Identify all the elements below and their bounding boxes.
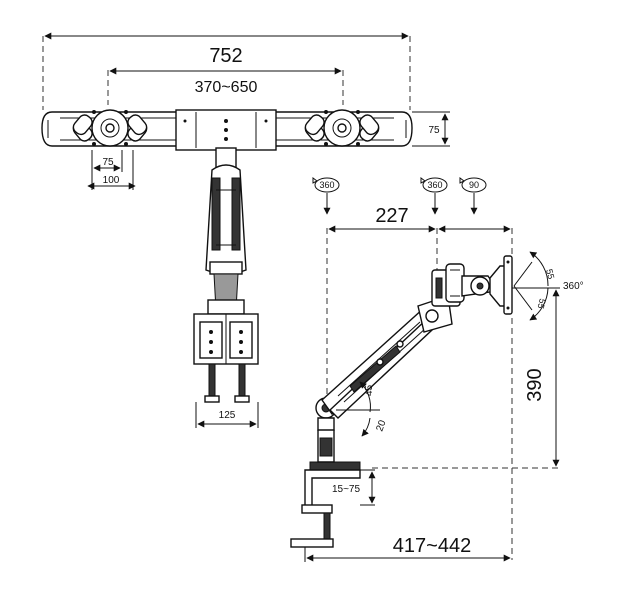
rotation-indicator-head: 90 bbox=[459, 177, 487, 215]
tilt-head-label: 90 bbox=[469, 180, 479, 190]
clamp-front bbox=[193, 313, 259, 403]
dim-arm-range: 370~650 bbox=[107, 67, 344, 105]
dim-clamp-width-label: 125 bbox=[219, 410, 236, 421]
rotation-screen-label: 360° bbox=[563, 281, 584, 292]
arm-angle-up-label: 45 bbox=[364, 384, 375, 396]
dim-vesa: 75 100 bbox=[87, 150, 136, 190]
dim-clamp-width: 125 bbox=[195, 402, 259, 428]
rotation-indicator-mid: 360 bbox=[420, 177, 448, 215]
clamp-side bbox=[290, 461, 361, 548]
tilt-down-label: 55 bbox=[535, 297, 547, 309]
dim-vesa-small-label: 75 bbox=[102, 157, 114, 168]
dim-clamp-thickness-label: 15~75 bbox=[332, 484, 361, 495]
front-view: 752 370~650 bbox=[41, 32, 450, 428]
tilt-up-label: 55 bbox=[544, 268, 556, 280]
vesa-plate-right bbox=[304, 109, 380, 147]
tilt-head bbox=[461, 255, 513, 315]
side-view: 360 360 90 227 bbox=[290, 177, 584, 562]
dim-height: 390 bbox=[372, 287, 560, 469]
dim-bar-height: 75 bbox=[412, 111, 450, 147]
rotation-indicator-base: 360 bbox=[312, 177, 340, 215]
elbow-joint bbox=[417, 263, 465, 333]
gas-spring-arm bbox=[321, 307, 438, 419]
dim-clamp-thickness: 15~75 bbox=[332, 469, 376, 506]
dim-total-reach-label: 417~442 bbox=[393, 535, 471, 557]
dim-arm-reach: 227 bbox=[326, 205, 513, 395]
dim-arm-reach-label: 227 bbox=[375, 205, 408, 227]
dim-total-width: 752 bbox=[42, 32, 411, 110]
dim-total-width-label: 752 bbox=[209, 45, 242, 67]
dim-vesa-large-label: 100 bbox=[103, 175, 120, 186]
pole-front bbox=[205, 147, 247, 315]
rotation-base-label: 360 bbox=[319, 180, 334, 190]
dim-height-label: 390 bbox=[524, 368, 546, 401]
arm-angle-down-label: 20 bbox=[374, 418, 388, 433]
arm-angles: 45 20 bbox=[336, 381, 389, 437]
dim-total-reach: 417~442 bbox=[304, 318, 513, 562]
dim-arm-range-label: 370~650 bbox=[195, 79, 258, 96]
dim-bar-height-label: 75 bbox=[428, 125, 440, 136]
rotation-mid-label: 360 bbox=[427, 180, 442, 190]
vesa-plate-left bbox=[72, 109, 148, 147]
tilt-arcs: 55 55 360° bbox=[513, 251, 584, 321]
